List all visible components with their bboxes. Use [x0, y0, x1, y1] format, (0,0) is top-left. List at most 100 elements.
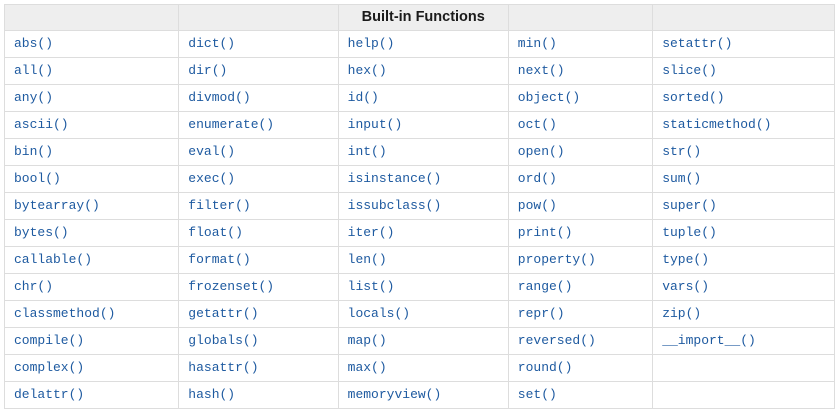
function-link[interactable]: zip()	[662, 306, 702, 321]
table-row: compile() globals() map() reversed() __i…	[3, 327, 835, 355]
function-link[interactable]: globals()	[188, 333, 259, 348]
function-link[interactable]: format()	[188, 252, 251, 267]
function-link[interactable]: property()	[517, 252, 596, 267]
table-cell: exec()	[178, 165, 339, 193]
function-link[interactable]: hash()	[188, 387, 236, 402]
table-cell: input()	[337, 111, 509, 139]
function-link[interactable]: repr()	[517, 306, 565, 321]
function-link[interactable]: dict()	[188, 36, 236, 51]
function-link[interactable]: hex()	[347, 63, 387, 78]
table-cell: complex()	[3, 354, 180, 382]
function-link[interactable]: bin()	[14, 144, 54, 159]
function-link[interactable]: round()	[517, 360, 573, 375]
function-link[interactable]: locals()	[347, 306, 411, 321]
function-link[interactable]: issubclass()	[347, 198, 442, 213]
header-cell-empty	[507, 4, 654, 31]
table-cell: help()	[337, 30, 509, 58]
function-link[interactable]: isinstance()	[347, 171, 442, 186]
function-link[interactable]: len()	[347, 252, 387, 267]
header-cell-empty	[3, 4, 180, 31]
table-cell: open()	[507, 138, 654, 166]
table-cell: locals()	[337, 300, 509, 328]
function-link[interactable]: type()	[662, 252, 710, 267]
function-link[interactable]: abs()	[14, 36, 54, 51]
function-link[interactable]: int()	[347, 144, 387, 159]
function-link[interactable]: memoryview()	[347, 387, 442, 402]
function-link[interactable]: set()	[517, 387, 557, 402]
function-link[interactable]: vars()	[662, 279, 710, 294]
table-cell: vars()	[652, 273, 835, 301]
function-link[interactable]: __import__()	[662, 333, 756, 348]
table-cell: range()	[507, 273, 654, 301]
function-link[interactable]: print()	[517, 225, 573, 240]
header-cell-empty	[652, 4, 835, 31]
function-link[interactable]: hasattr()	[188, 360, 259, 375]
table-cell: ascii()	[3, 111, 180, 139]
function-link[interactable]: classmethod()	[14, 306, 116, 321]
function-link[interactable]: getattr()	[188, 306, 259, 321]
function-link[interactable]: exec()	[188, 171, 236, 186]
function-link[interactable]: dir()	[188, 63, 228, 78]
table-cell: bin()	[3, 138, 180, 166]
function-link[interactable]: setattr()	[662, 36, 733, 51]
function-link[interactable]: super()	[662, 198, 717, 213]
table-cell: list()	[337, 273, 509, 301]
function-link[interactable]: any()	[14, 90, 54, 105]
function-link[interactable]: iter()	[347, 225, 395, 240]
function-link[interactable]: slice()	[662, 63, 717, 78]
function-link[interactable]: eval()	[188, 144, 236, 159]
function-link[interactable]: str()	[662, 144, 702, 159]
function-link[interactable]: sorted()	[662, 90, 725, 105]
function-link[interactable]: help()	[347, 36, 395, 51]
function-link[interactable]: compile()	[14, 333, 85, 348]
function-link[interactable]: open()	[517, 144, 565, 159]
table-cell: chr()	[3, 273, 180, 301]
function-link[interactable]: object()	[517, 90, 581, 105]
table-cell: frozenset()	[178, 273, 339, 301]
function-link[interactable]: range()	[517, 279, 573, 294]
function-link[interactable]: callable()	[14, 252, 93, 267]
function-link[interactable]: oct()	[517, 117, 557, 132]
function-link[interactable]: id()	[347, 90, 379, 105]
table-cell: classmethod()	[3, 300, 180, 328]
function-link[interactable]: ascii()	[14, 117, 69, 132]
function-link[interactable]: delattr()	[14, 387, 85, 402]
table-cell: staticmethod()	[652, 111, 835, 139]
table-cell: round()	[507, 354, 654, 382]
table-row: classmethod() getattr() locals() repr() …	[3, 300, 835, 328]
function-link[interactable]: ord()	[517, 171, 557, 186]
function-link[interactable]: reversed()	[517, 333, 596, 348]
function-link[interactable]: bytearray()	[14, 198, 100, 213]
function-link[interactable]: all()	[14, 63, 54, 78]
function-link[interactable]: filter()	[188, 198, 251, 213]
table-cell: isinstance()	[337, 165, 509, 193]
function-link[interactable]: next()	[517, 63, 565, 78]
table-cell: super()	[652, 192, 835, 220]
function-link[interactable]: tuple()	[662, 225, 717, 240]
table-cell: sum()	[652, 165, 835, 193]
table-cell: iter()	[337, 219, 509, 247]
function-link[interactable]: float()	[188, 225, 243, 240]
table-cell: hasattr()	[178, 354, 339, 382]
function-link[interactable]: min()	[517, 36, 557, 51]
table-cell: all()	[3, 57, 180, 85]
function-link[interactable]: enumerate()	[188, 117, 275, 132]
function-link[interactable]: sum()	[662, 171, 702, 186]
table-cell: enumerate()	[178, 111, 339, 139]
table-cell: filter()	[178, 192, 339, 220]
function-link[interactable]: list()	[347, 279, 395, 294]
function-link[interactable]: map()	[347, 333, 387, 348]
function-link[interactable]: bytes()	[14, 225, 69, 240]
function-link[interactable]: chr()	[14, 279, 54, 294]
function-link[interactable]: complex()	[14, 360, 85, 375]
table-cell: format()	[178, 246, 339, 274]
function-link[interactable]: bool()	[14, 171, 61, 186]
function-link[interactable]: divmod()	[188, 90, 251, 105]
function-link[interactable]: staticmethod()	[662, 117, 772, 132]
header-cell-empty	[178, 4, 339, 31]
function-link[interactable]: input()	[347, 117, 403, 132]
function-link[interactable]: frozenset()	[188, 279, 275, 294]
function-link[interactable]: pow()	[517, 198, 557, 213]
function-link[interactable]: max()	[347, 360, 387, 375]
